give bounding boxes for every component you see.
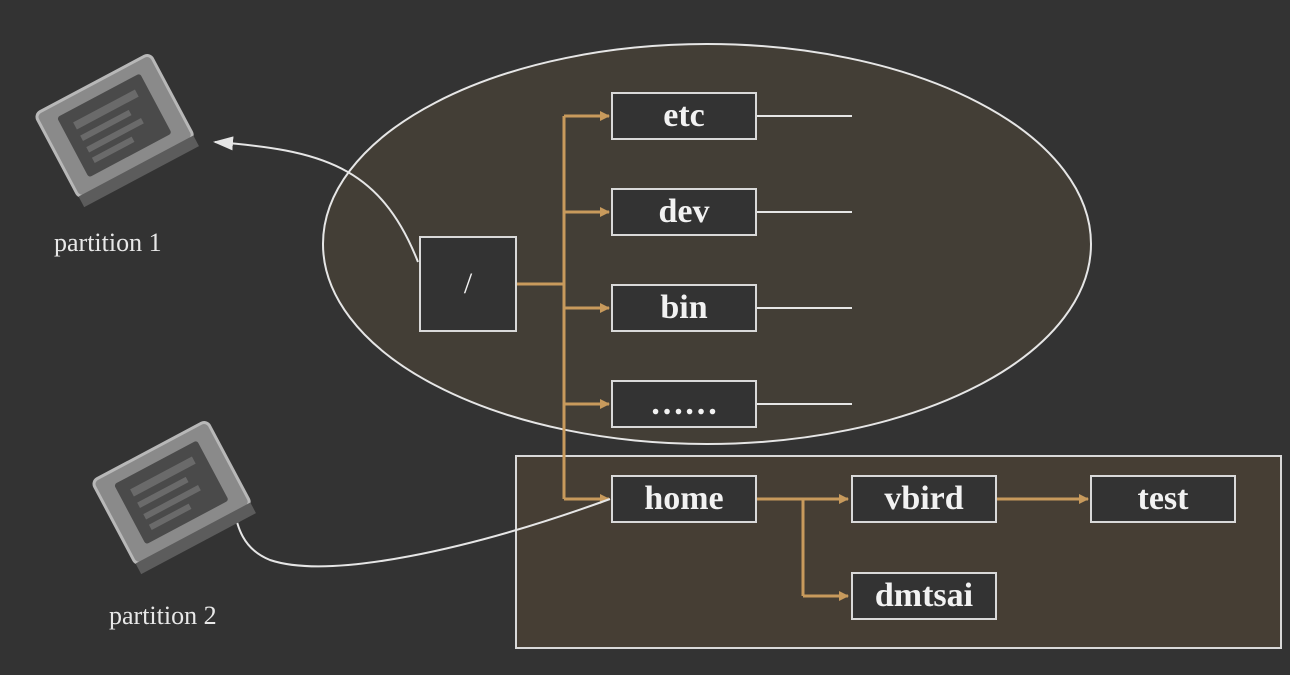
partition-2-label: partition 2 <box>109 601 217 630</box>
dir-home-node: home <box>611 475 757 523</box>
mount-arrow-partition-1 <box>213 136 419 263</box>
subtree-stubs <box>757 115 852 405</box>
dir-etc-node: etc <box>611 92 757 140</box>
root-directory-node: / <box>419 236 517 332</box>
hard-disk-icon <box>92 421 256 575</box>
root-partition-region <box>322 43 1092 445</box>
dir-ellipsis-node: …… <box>611 380 757 428</box>
dir-test-node: test <box>1090 475 1236 523</box>
hard-disk-icon <box>35 54 199 208</box>
dir-dmtsai-node: dmtsai <box>851 572 997 620</box>
dir-vbird-node: vbird <box>851 475 997 523</box>
dir-dev-node: dev <box>611 188 757 236</box>
mount-arrow-partition-2 <box>226 490 611 568</box>
dir-bin-node: bin <box>611 284 757 332</box>
partition-1-label: partition 1 <box>54 228 162 257</box>
tree-connectors <box>517 111 1089 601</box>
